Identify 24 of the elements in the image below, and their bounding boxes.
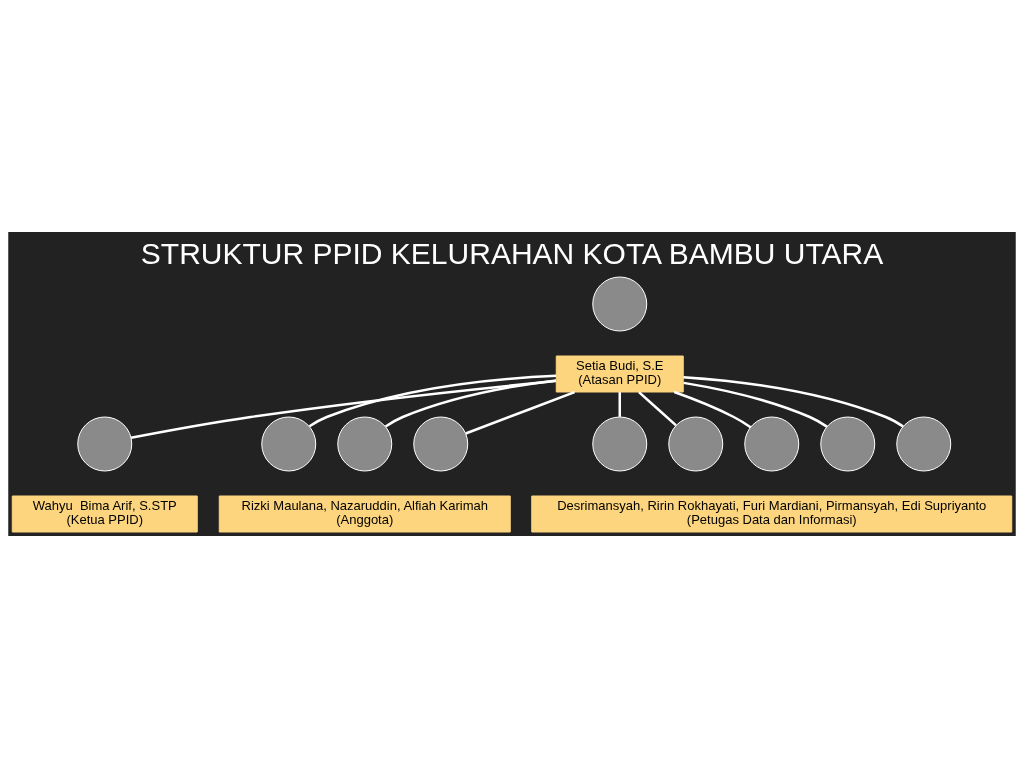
diagram-title: STRUKTUR PPID KELURAHAN KOTA BAMBU UTARA [140, 237, 884, 270]
node-circle [744, 416, 800, 472]
node-circle [668, 416, 724, 472]
node-box: Setia Budi, S.E (Atasan PPID) [555, 355, 684, 393]
connector [308, 374, 557, 428]
connector [384, 379, 557, 428]
connector [673, 390, 752, 429]
connector [683, 381, 828, 428]
node-box: Rizki Maulana, Nazaruddin, Alfiah Karimah (Anggota) [218, 495, 511, 533]
node-circle [820, 416, 876, 472]
node-circle [337, 416, 393, 472]
connector [465, 391, 576, 435]
connector [130, 379, 557, 440]
node-circle [413, 416, 469, 472]
node-circle [261, 416, 317, 472]
node-box: Wahyu Bima Arif, S.STP (Ketua PPID) [11, 495, 198, 533]
connector [638, 391, 677, 427]
connector [683, 375, 904, 428]
node-circle [77, 416, 133, 472]
node-circle [592, 416, 648, 472]
node-circle [592, 276, 648, 332]
node-circle [896, 416, 952, 472]
connector [618, 392, 621, 417]
node-box: Desrimansyah, Ririn Rokhayati, Furi Mardiani, Pirmansyah, Edi Supriyanto (Petugas Data dan Informasi) [531, 495, 1013, 533]
